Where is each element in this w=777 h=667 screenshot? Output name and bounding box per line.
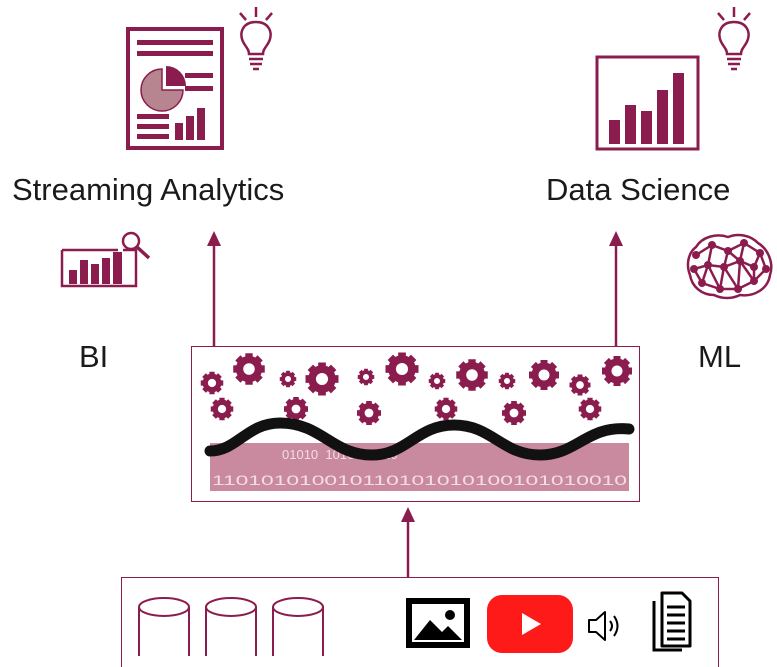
neural-network-brain-icon <box>686 233 773 300</box>
ml-label: ML <box>698 339 742 374</box>
lightbulb-icon <box>717 7 751 71</box>
report-document-icon <box>126 27 224 150</box>
processing-illustration: 01010 1010 10010 11010101001011010101010… <box>192 347 639 491</box>
data-sources-box <box>121 577 719 667</box>
database-icon <box>205 597 257 656</box>
data-science-label: Data Science <box>546 172 731 207</box>
streaming-analytics-label: Streaming Analytics <box>12 172 285 207</box>
bi-label: BI <box>79 339 109 374</box>
arrowhead-up <box>401 507 415 522</box>
chart-board-icon <box>595 55 700 151</box>
audio-speaker-icon <box>588 611 619 641</box>
arrowhead-up <box>609 231 623 246</box>
binary-row-2: 110101010010110101010100101010010 <box>212 472 627 488</box>
data-stream-wave <box>204 417 635 461</box>
video-play-icon <box>487 595 573 653</box>
gear-icons <box>201 353 632 426</box>
image-icon <box>406 598 470 648</box>
database-icon <box>138 597 190 656</box>
arrowhead-up <box>207 231 221 246</box>
database-icon <box>272 597 324 656</box>
document-icon <box>652 591 692 652</box>
magnifier-chart-icon <box>60 231 151 288</box>
lightbulb-icon <box>239 7 273 71</box>
